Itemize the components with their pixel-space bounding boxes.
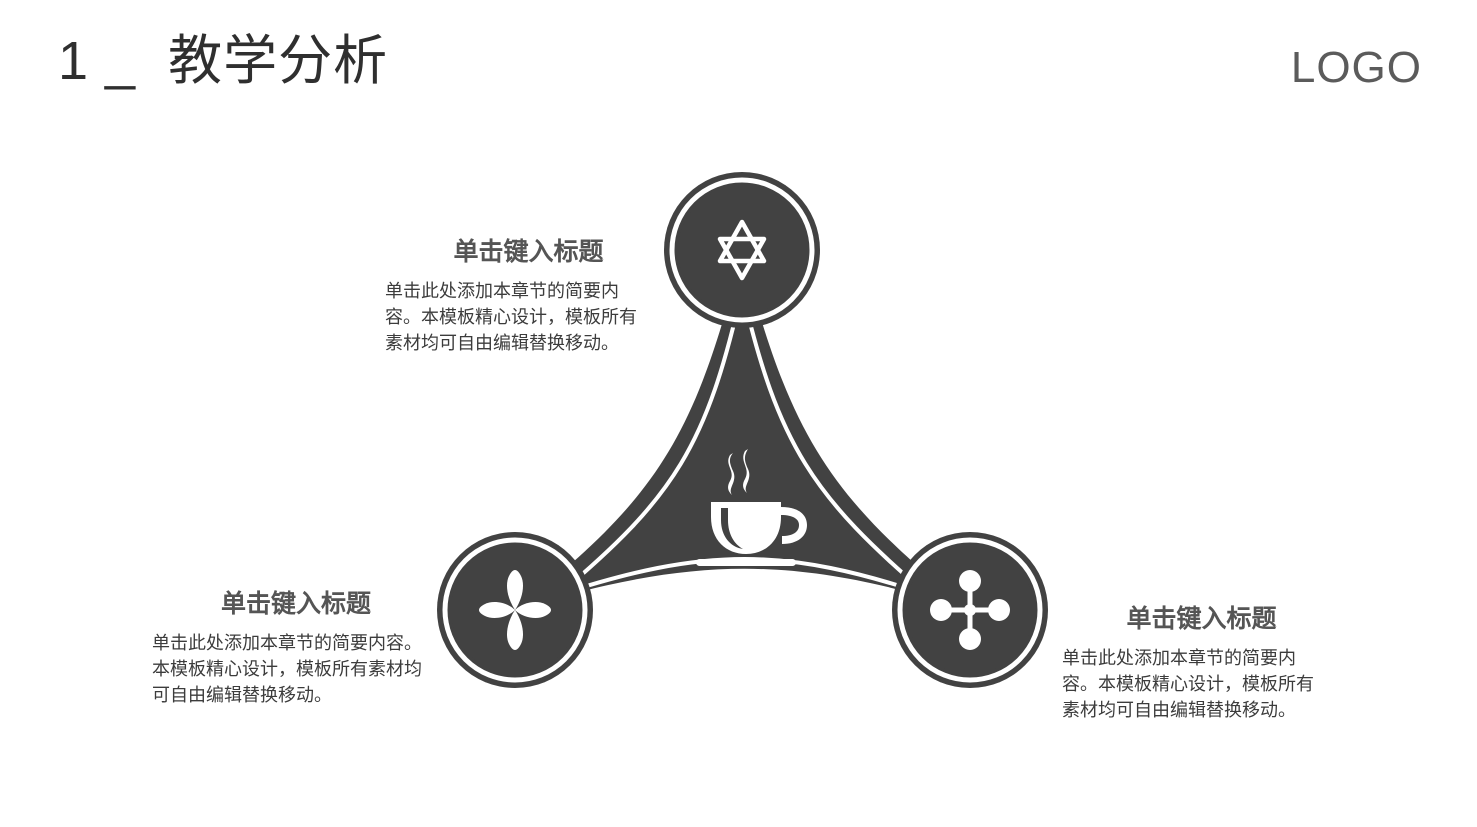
- node-top-white-ring: [669, 177, 815, 323]
- callout-top: 单击键入标题 单击此处添加本章节的简要内容。本模板精心设计，模板所有素材均可自由…: [385, 236, 650, 356]
- logo-placeholder: LOGO: [1290, 43, 1422, 92]
- hexagram-star-icon: [717, 219, 767, 281]
- page-title: 1 _ 教学分析: [58, 31, 389, 91]
- node-bottom-right[interactable]: [892, 532, 1048, 688]
- callout-bottom-right-body: 单击此处添加本章节的简要内容。本模板精心设计，模板所有素材均可自由编辑替换移动。: [1062, 648, 1314, 720]
- node-bottom-left-white-ring: [442, 537, 588, 683]
- callout-bottom-left-body: 单击此处添加本章节的简要内容。本模板精心设计，模板所有素材均可自由编辑替换移动。: [152, 633, 422, 705]
- callout-top-title: 单击键入标题: [453, 238, 604, 266]
- callout-bottom-left: 单击键入标题 单击此处添加本章节的简要内容。本模板精心设计，模板所有素材均可自由…: [152, 588, 422, 708]
- node-bottom-right-white-ring: [897, 537, 1043, 683]
- callout-bottom-right: 单击键入标题 单击此处添加本章节的简要内容。本模板精心设计，模板所有素材均可自由…: [1062, 603, 1327, 723]
- triangle-node-diagram: [395, 140, 1085, 740]
- callout-top-body: 单击此处添加本章节的简要内容。本模板精心设计，模板所有素材均可自由编辑替换移动。: [385, 281, 637, 353]
- callout-bottom-right-title: 单击键入标题: [1126, 605, 1277, 633]
- slide-header: 1 _ 教学分析 LOGO: [0, 0, 1477, 130]
- node-top[interactable]: [664, 172, 820, 328]
- node-top-disc: [678, 186, 806, 314]
- coffee-cup-icon: [696, 449, 807, 566]
- molecule-node-icon: [930, 570, 1010, 650]
- callout-bottom-left-title: 单击键入标题: [220, 590, 371, 618]
- node-bottom-left[interactable]: [437, 532, 593, 688]
- four-petal-flower-icon: [479, 570, 551, 650]
